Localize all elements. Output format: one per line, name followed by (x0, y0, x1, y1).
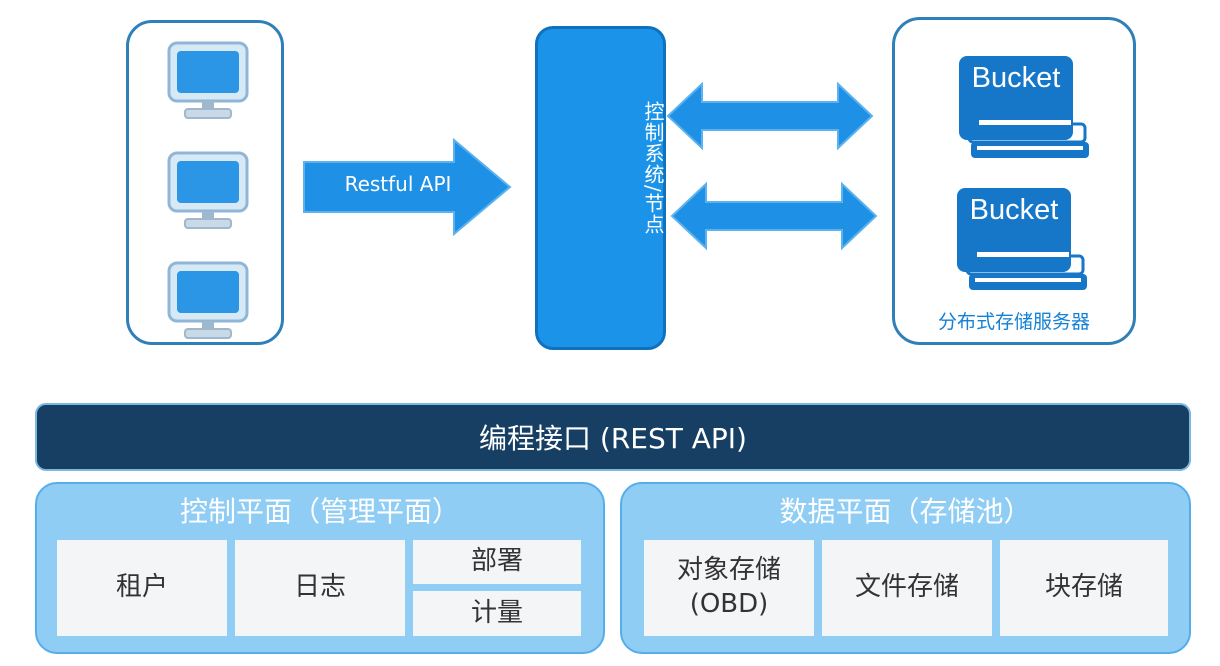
control-node: 控制系统/节点 (535, 26, 666, 350)
right-arrow-icon (303, 138, 512, 236)
tenant-cell: 租户 (57, 540, 227, 636)
data-plane-title: 数据平面（存储池） (779, 495, 1032, 528)
storage-server-group: Bucket Bucket 分布式存储服务器 (892, 17, 1136, 345)
client-group (126, 20, 284, 345)
file-storage-cell: 文件存储 (822, 540, 992, 636)
computer-monitor-icon (167, 261, 249, 339)
bucket: Bucket (951, 182, 1111, 300)
api-bar: 编程接口 (REST API) (35, 403, 1191, 471)
bucket: Bucket (953, 50, 1113, 168)
block-storage-cell: 块存储 (1000, 540, 1168, 636)
control-plane-title: 控制平面（管理平面） (179, 495, 460, 528)
computer-monitor-icon (167, 41, 249, 119)
double-arrow-icon (666, 81, 874, 151)
book-icon (959, 56, 1089, 158)
control-plane: 控制平面（管理平面） 租户 日志 部署 计量 (35, 482, 605, 654)
data-plane: 数据平面（存储池） 对象存储 (OBD) 文件存储 块存储 (620, 482, 1191, 654)
bucket-label: Bucket (969, 194, 1059, 226)
object-storage-cell: 对象存储 (OBD) (644, 540, 814, 636)
arrow-label: Restful API (344, 172, 452, 196)
metering-cell: 计量 (413, 591, 581, 636)
book-icon (957, 188, 1087, 290)
double-arrow-icon (670, 181, 878, 251)
computer-monitor-icon (167, 151, 249, 229)
log-cell: 日志 (235, 540, 405, 636)
bucket-label: Bucket (971, 62, 1061, 94)
storage-caption: 分布式存储服务器 (937, 311, 1090, 333)
restful-api-arrow: Restful API (302, 138, 512, 236)
control-node-label: 控制系统/节点 (641, 101, 665, 235)
deploy-cell: 部署 (413, 540, 581, 584)
